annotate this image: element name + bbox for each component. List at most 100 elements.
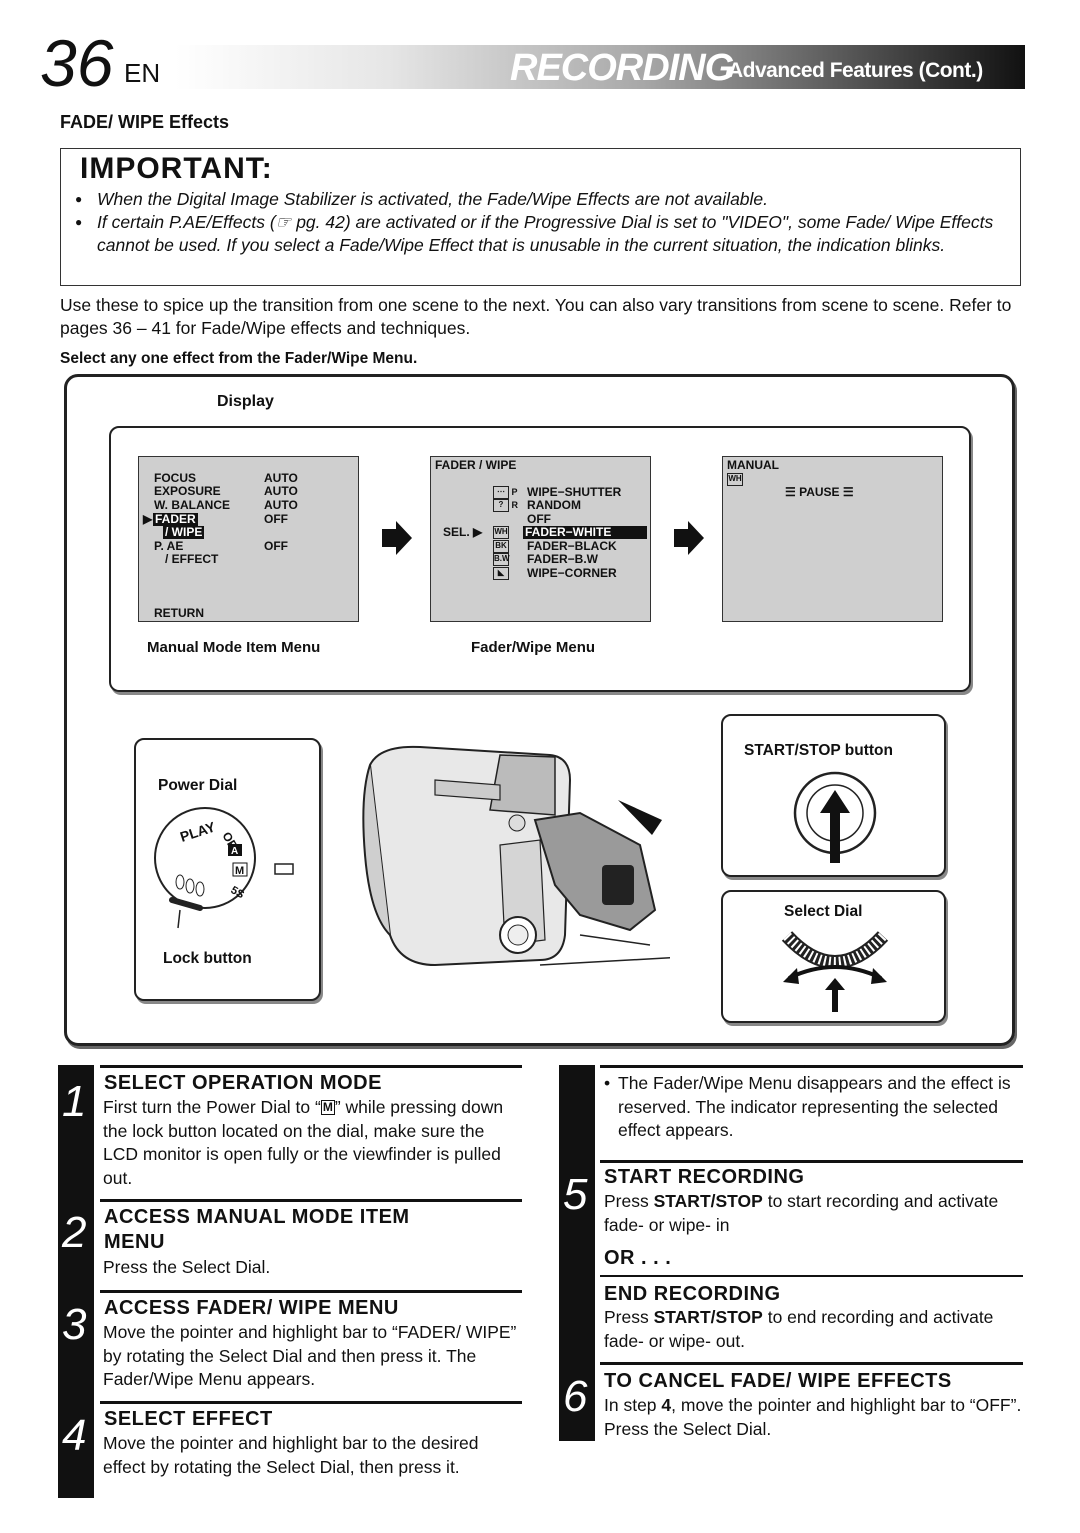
menu-item: P. AE <box>154 539 184 553</box>
lock-button-label: Lock button <box>163 950 252 967</box>
step-divider <box>100 1401 522 1404</box>
important-item: ● When the Digital Image Stabilizer is a… <box>75 188 1002 211</box>
fader-item-icon: ◣ <box>493 567 509 581</box>
random-icon: ? <box>493 499 509 513</box>
start-stop-label: START/STOP button <box>744 742 893 759</box>
manual-mode-icon: M <box>320 1100 335 1115</box>
display-label: Display <box>217 393 274 410</box>
select-dial-icon <box>781 931 889 1012</box>
step-divider <box>100 1290 522 1293</box>
step-4-note: •The Fader/Wipe Menu disappears and the … <box>604 1073 1011 1140</box>
manual-menu-caption: Manual Mode Item Menu <box>147 639 321 656</box>
diagram-frame <box>64 374 1015 1046</box>
step-body: In step 4, move the pointer and highligh… <box>604 1395 1022 1439</box>
or-separator: OR . . . <box>604 1247 672 1269</box>
intro-paragraph: Use these to spice up the transition fro… <box>60 295 1012 338</box>
step-title: TO CANCEL FADE/ WIPE EFFECTS <box>604 1370 952 1392</box>
important-item-text: If certain P.AE/Effects (☞ pg. 42) are a… <box>97 212 994 255</box>
step-title: MENU <box>104 1231 165 1253</box>
right-arrow-icon <box>382 521 412 555</box>
start-stop-button-icon <box>793 771 877 863</box>
power-dial-icon: PLAY OFF A M 5S <box>154 807 294 929</box>
step-divider <box>600 1362 1023 1365</box>
fader-item: FADER−BLACK <box>527 539 617 553</box>
menu-value: AUTO <box>264 498 298 512</box>
menu-item: W. BALANCE <box>154 498 230 512</box>
important-box <box>60 148 1021 286</box>
menu-item: / EFFECT <box>165 552 219 566</box>
step-body: Move the pointer and highlight bar to th… <box>103 1433 479 1477</box>
fader-item-selected: FADER−WHITE <box>523 526 647 539</box>
important-item: ● If certain P.AE/Effects (☞ pg. 42) are… <box>75 211 1002 257</box>
select-dial-label: Select Dial <box>784 903 863 920</box>
important-item-text: When the Digital Image Stabilizer is act… <box>97 189 769 209</box>
step-divider <box>100 1065 522 1068</box>
fader-item-icon: ⋯ P <box>493 486 518 500</box>
step-number: 2 <box>62 1208 87 1257</box>
step-title: ACCESS MANUAL MODE ITEM <box>104 1206 410 1228</box>
fader-menu-title: FADER / WIPE <box>435 458 517 472</box>
fader-item: OFF <box>527 512 551 526</box>
step-title: SELECT EFFECT <box>104 1408 273 1430</box>
step-body: Move the pointer and highlight bar to “F… <box>103 1322 517 1389</box>
pointer-arrow-icon: ▶ <box>143 512 153 526</box>
step-title: END RECORDING <box>604 1283 781 1305</box>
page-number: 36 <box>40 26 114 100</box>
fader-item-icon: ? R <box>493 499 518 513</box>
bullet-icon: ● <box>75 192 83 206</box>
power-dial-label: Power Dial <box>158 777 238 794</box>
step-number: 5 <box>563 1170 588 1219</box>
step-title: SELECT OPERATION MODE <box>104 1072 382 1094</box>
svg-text:A: A <box>231 846 238 857</box>
header-subtitle: Advanced Features (Cont.) <box>728 59 983 82</box>
step-divider <box>600 1275 1023 1277</box>
step-title: ACCESS FADER/ WIPE MENU <box>104 1297 399 1319</box>
fade-white-indicator-icon: WH <box>727 473 743 487</box>
fader-item: WIPE−SHUTTER <box>527 485 622 499</box>
step-body: Press the Select Dial. <box>103 1257 271 1277</box>
bullet-icon: ● <box>75 215 83 229</box>
step-number: 4 <box>62 1411 87 1460</box>
svg-text:M: M <box>235 865 244 877</box>
step-body: Press START/STOP to end recording and ac… <box>604 1307 994 1351</box>
select-instruction: Select any one effect from the Fader/Wip… <box>60 350 418 367</box>
sel-pointer: SEL. ▶ <box>443 525 483 539</box>
menu-item-selected: FADER <box>153 512 198 526</box>
manual-menu-screen: FOCUS AUTO EXPOSURE AUTO W. BALANCE AUTO… <box>138 456 359 622</box>
fader-wipe-menu-screen: FADER / WIPE ⋯ P WIPE−SHUTTER ? R RANDOM… <box>430 456 651 622</box>
menu-value: AUTO <box>264 471 298 485</box>
header-bar <box>175 45 1025 89</box>
pause-indicator: ☰ PAUSE ☰ <box>785 485 854 499</box>
fader-item-icon: WH <box>493 526 509 540</box>
steps-right-bar <box>559 1065 595 1441</box>
camcorder-illustration <box>362 745 670 967</box>
menu-value: OFF <box>264 512 288 526</box>
step-divider <box>600 1065 1023 1068</box>
menu-value: OFF <box>264 539 288 553</box>
fader-item: RANDOM <box>527 498 581 512</box>
step-number: 3 <box>62 1300 87 1349</box>
manual-pause-screen: MANUAL WH ☰ PAUSE ☰ <box>722 456 943 622</box>
menu-item: FOCUS <box>154 471 196 485</box>
menu-value: AUTO <box>264 484 298 498</box>
section-title: FADE/ WIPE Effects <box>60 112 230 132</box>
fader-item-icon: BK <box>493 540 509 554</box>
display-panel <box>109 426 971 692</box>
right-arrow-icon <box>674 521 704 555</box>
step-number: 6 <box>563 1372 588 1421</box>
menu-return: RETURN <box>154 606 204 620</box>
header-recording-title: RECORDING <box>510 47 734 89</box>
svg-text:5S: 5S <box>229 884 247 901</box>
step-divider <box>600 1160 1023 1163</box>
steps-left-bar <box>58 1065 94 1498</box>
menu-item: EXPOSURE <box>154 484 221 498</box>
manual-screen-title: MANUAL <box>727 458 779 472</box>
step-number: 1 <box>62 1077 87 1126</box>
fader-item: WIPE−CORNER <box>527 566 617 580</box>
step-divider <box>100 1199 522 1202</box>
fader-item: FADER−B.W <box>527 552 599 566</box>
page-language: EN <box>124 58 161 88</box>
fader-menu-caption: Fader/Wipe Menu <box>471 639 596 656</box>
important-title: IMPORTANT: <box>80 152 273 185</box>
step-title: START RECORDING <box>604 1166 805 1188</box>
